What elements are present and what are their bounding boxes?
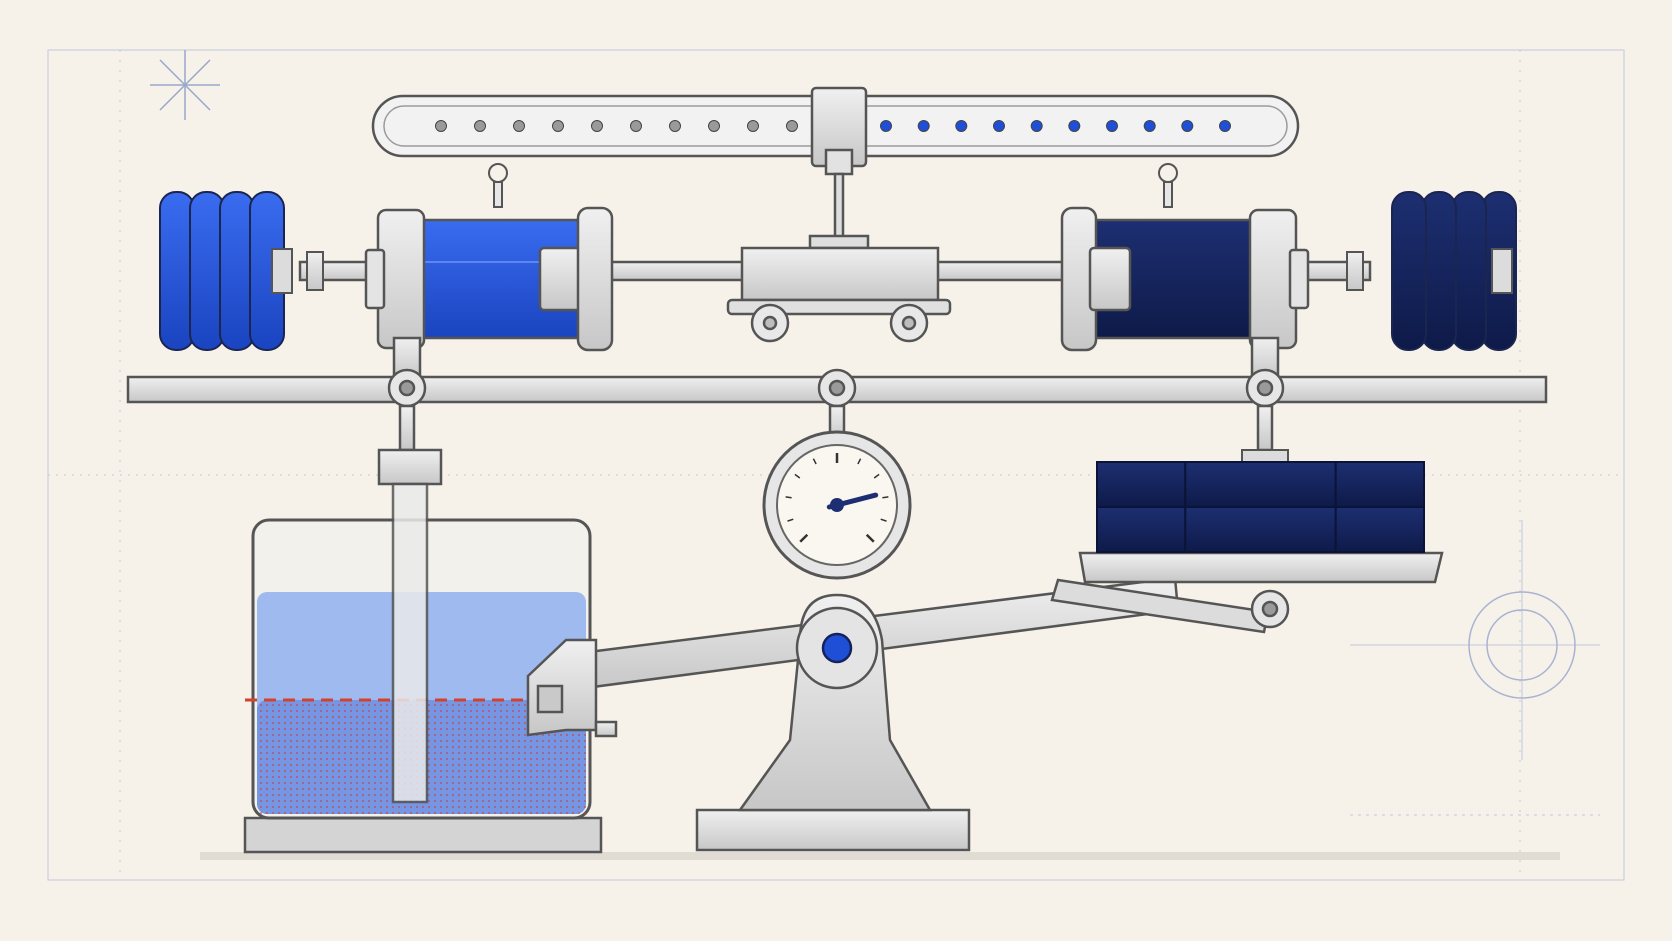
gauge-tick — [857, 458, 862, 465]
indicator-dot-blue — [1181, 120, 1194, 132]
weight-plate — [219, 191, 255, 351]
plate-hub — [1491, 248, 1513, 294]
indicator-dot-blue — [880, 120, 892, 132]
indicator-dot-blue — [1219, 120, 1231, 132]
weight-block — [1184, 461, 1337, 508]
indicator-dot-blue — [955, 120, 968, 132]
gauge-tick — [785, 496, 792, 499]
indicator-dot-grey — [747, 120, 759, 132]
right-hydraulic-cylinder — [1060, 206, 1310, 352]
weight-block — [1096, 461, 1187, 508]
indicator-dot-blue — [1030, 120, 1043, 132]
pivot-bolt-icon — [821, 632, 853, 664]
cart-wheel-left — [750, 303, 790, 343]
left-weight-plates — [159, 191, 293, 351]
indicator-dot-grey — [669, 120, 681, 132]
gauge-tick — [812, 458, 817, 465]
indicator-dot-blue — [1106, 120, 1118, 132]
ground-shadow — [200, 852, 1560, 860]
left-shaft-collar — [306, 251, 324, 291]
indicator-slider — [810, 86, 868, 246]
weight-plate — [1391, 191, 1427, 351]
left-hydraulic-cylinder — [364, 206, 614, 352]
gauge-tick — [882, 496, 889, 499]
sparkle-star-icon — [150, 50, 220, 120]
indicator-hangers — [488, 163, 1178, 208]
indicator-dot-grey — [591, 120, 603, 132]
plate-hub — [271, 248, 293, 294]
indicator-dot-grey — [435, 120, 447, 132]
gauge-tick — [865, 533, 875, 543]
weight-blocks — [1096, 449, 1425, 553]
weight-block — [1096, 506, 1187, 553]
weight-plate — [189, 191, 225, 351]
indicator-dot-grey — [552, 120, 564, 132]
gauge-ticks — [785, 453, 889, 543]
lever-end-pivot — [1250, 589, 1290, 629]
weight-plate — [1421, 191, 1457, 351]
gauge-tick — [880, 518, 887, 522]
center-cart — [726, 234, 952, 343]
indicator-dots — [435, 120, 1231, 132]
fulcrum-stand — [695, 593, 971, 852]
gauge-tick — [799, 533, 809, 543]
weight-block — [1184, 506, 1337, 553]
indicator-dot-blue — [1143, 120, 1156, 132]
weight-plate — [159, 191, 195, 351]
weight-block — [1334, 506, 1425, 553]
indicator-dot-blue — [917, 120, 930, 132]
indicator-dot-grey — [786, 120, 798, 132]
tank-piston — [377, 448, 443, 804]
cart-wheel-right — [889, 303, 929, 343]
gauge-tick — [873, 473, 880, 479]
indicator-dot-grey — [708, 120, 720, 132]
right-shaft-collar — [1346, 251, 1364, 291]
indicator-dot-grey — [630, 120, 642, 132]
indicator-dot-grey — [513, 120, 525, 132]
weight-plate — [1451, 191, 1487, 351]
pressure-gauge-icon — [762, 430, 912, 580]
crosshair-target-icon — [1468, 591, 1576, 699]
weight-block — [1334, 461, 1425, 508]
gauge-tick — [787, 518, 794, 522]
indicator-dot-blue — [993, 120, 1005, 132]
weight-pan — [1078, 551, 1444, 584]
gauge-tick — [794, 473, 801, 479]
indicator-dot-grey — [474, 120, 486, 132]
indicator-dot-blue — [1068, 120, 1081, 132]
lever-link-arm — [1050, 578, 1270, 634]
rail-stems — [398, 404, 1274, 452]
right-weight-plates — [1391, 191, 1517, 351]
lever-clamp — [526, 638, 618, 738]
